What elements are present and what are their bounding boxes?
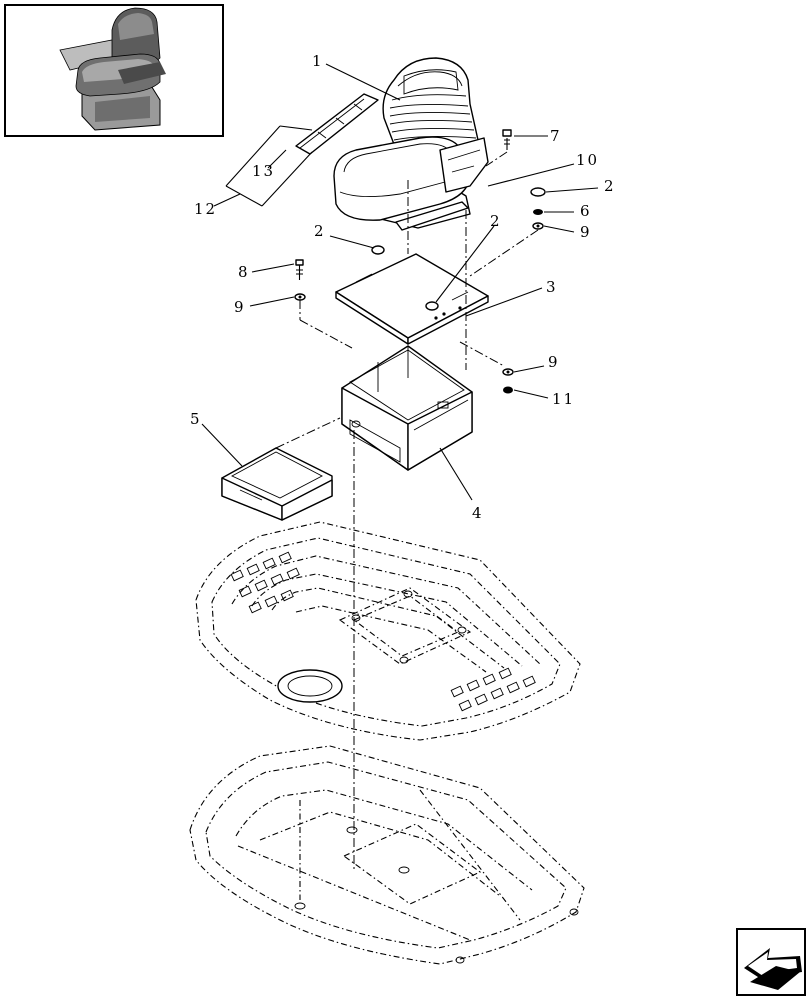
bolt-8: [295, 259, 304, 280]
callout-2-left: 2: [314, 222, 326, 240]
previous-page-button[interactable]: [736, 928, 806, 996]
thumbnail-view[interactable]: [4, 4, 224, 137]
seat-assembly-thumbnail-icon: [59, 7, 166, 131]
callout-12: 12: [194, 200, 217, 218]
callout-9-left: 9: [234, 298, 246, 316]
callout-2-center: 2: [490, 212, 502, 230]
callout-1: 1: [312, 52, 324, 70]
knob-2-left: [371, 245, 385, 255]
callout-4: 4: [472, 504, 484, 522]
callout-10: 10: [576, 151, 599, 169]
cab-floor-mat: [195, 521, 581, 741]
leader-lines: [201, 63, 599, 501]
seat-rail-plate: [295, 93, 379, 155]
callout-labels: 1 7 10 2 6 9 2 2 8 9 3 9 11 5 4 12 13: [190, 52, 616, 522]
callout-11: 11: [552, 390, 575, 408]
callout-5: 5: [190, 410, 202, 428]
nut-11: [503, 386, 513, 394]
arrow-left-icon: [744, 948, 802, 990]
seat-slide-rail: [395, 201, 469, 231]
seat-assembly: [295, 57, 489, 231]
mounting-plate-3: [335, 253, 489, 345]
callout-2-right: 2: [604, 177, 616, 195]
callout-9-right: 9: [580, 223, 592, 241]
washer-6: [533, 209, 543, 215]
bolt-7: [502, 129, 512, 150]
callout-6: 6: [580, 202, 592, 220]
knob-2-right: [530, 187, 546, 197]
callout-13: 13: [252, 162, 275, 180]
callout-3: 3: [546, 278, 558, 296]
storage-box-4: [341, 345, 473, 471]
assembly-lines: [275, 151, 539, 870]
callout-7: 7: [550, 127, 562, 145]
callout-9-mid: 9: [548, 353, 560, 371]
tray-5: [221, 447, 333, 521]
callout-8: 8: [238, 263, 250, 281]
cab-floor-frame: [189, 745, 585, 965]
